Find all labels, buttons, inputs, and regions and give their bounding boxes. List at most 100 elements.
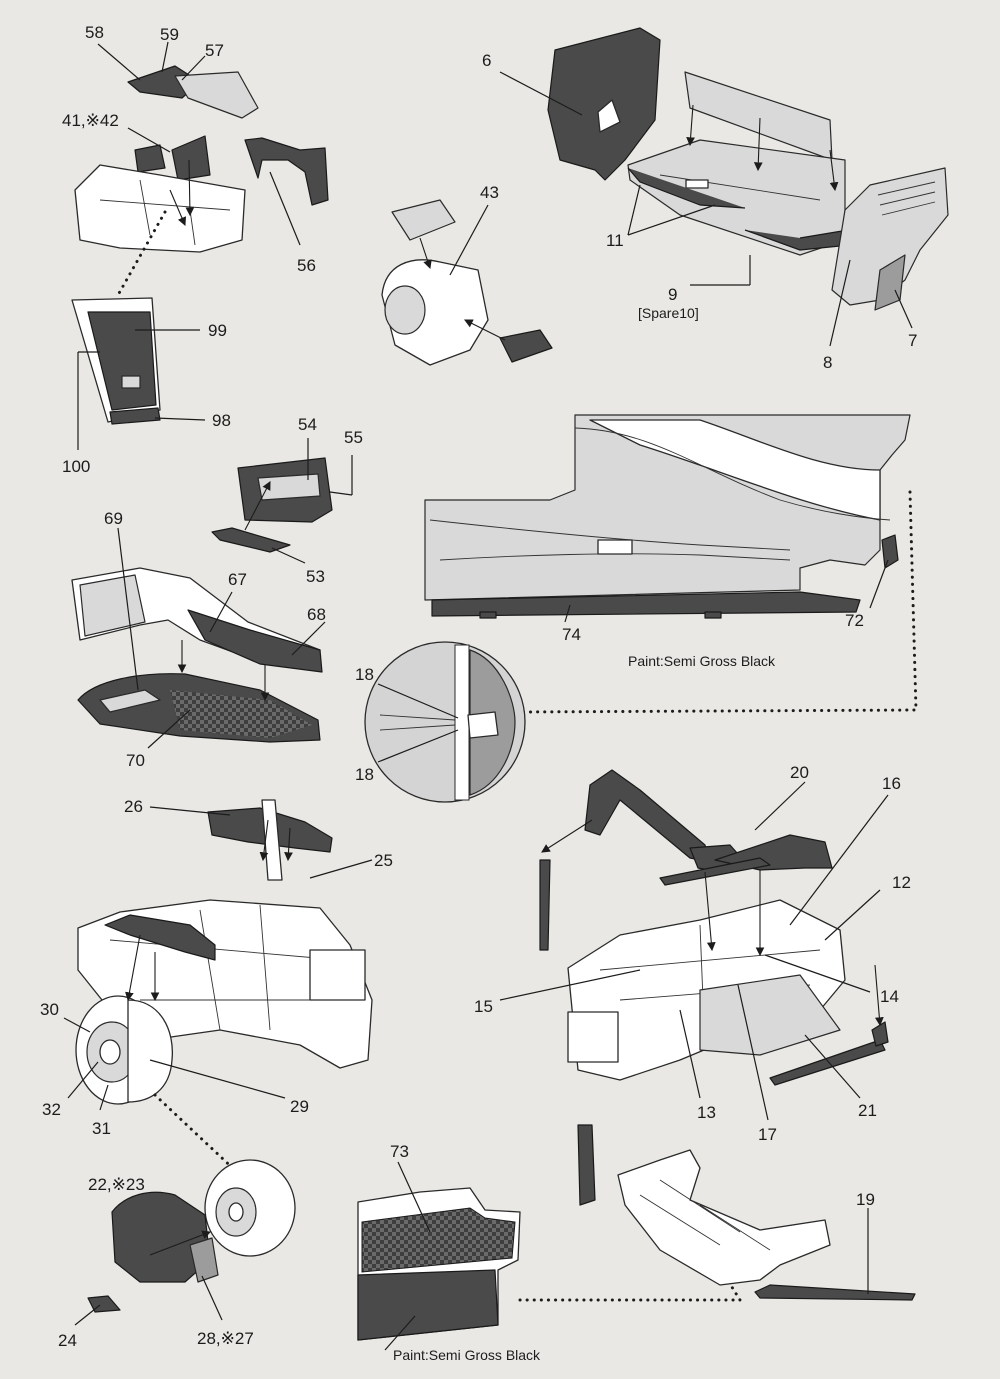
part-41-left-shape — [134, 144, 166, 173]
group-exploded-wheel: 22,※23 24 28,※27 — [58, 1159, 296, 1350]
part-69-shape — [99, 689, 161, 713]
rear-damper-shape — [539, 859, 551, 951]
part-72-shape — [881, 534, 899, 569]
label-99: 99 — [208, 321, 227, 340]
label-43: 43 — [480, 183, 499, 202]
label-21: 21 — [858, 1101, 877, 1120]
label-7: 7 — [908, 331, 917, 350]
label-74: 74 — [562, 625, 581, 644]
part-9-slot — [685, 179, 709, 189]
group-crash-structure: 99 98 100 — [62, 297, 231, 476]
part-6-detail — [597, 99, 621, 133]
paint-note-upper: Paint:Semi Gross Black — [628, 653, 776, 669]
part-54-face — [257, 473, 321, 501]
chassis-opening — [309, 949, 366, 1001]
part-74-floor-strip — [431, 591, 861, 617]
part-74-tab-a — [479, 611, 497, 619]
part-98-shape — [109, 407, 161, 425]
label-58: 58 — [85, 23, 104, 42]
label-13: 13 — [697, 1103, 716, 1122]
label-19: 19 — [856, 1190, 875, 1209]
gearbox-opening — [567, 1011, 619, 1063]
label-30: 30 — [40, 1000, 59, 1019]
label-20: 20 — [790, 763, 809, 782]
exploded-wheel-axle — [228, 1202, 244, 1222]
group-front-suspension: 26 25 30 29 32 31 — [40, 797, 393, 1138]
group-sidepods-floor: 6 11 9 [Spare10] 8 7 — [482, 27, 949, 372]
label-54: 54 — [298, 415, 317, 434]
label-14: 14 — [880, 987, 899, 1006]
group-detail-18: 18 18 — [355, 641, 526, 803]
label-32: 32 — [42, 1100, 61, 1119]
label-72: 72 — [845, 611, 864, 630]
part-57-shape — [174, 71, 259, 119]
group-front-nose: 58 59 57 41,※42 56 — [62, 23, 329, 275]
label-73: 73 — [390, 1142, 409, 1161]
label-15: 15 — [474, 997, 493, 1016]
part-21-rod-shape — [769, 1039, 886, 1086]
diffuser-post-shape — [577, 1124, 596, 1206]
label-11: 11 — [606, 231, 624, 250]
link-wheel-to-exploded — [153, 1093, 242, 1177]
label-8: 8 — [823, 353, 832, 372]
diffuser-shape — [617, 1149, 831, 1286]
label-9: 9 — [668, 285, 677, 304]
detail-panel-edge — [454, 644, 470, 801]
label-69: 69 — [104, 509, 123, 528]
label-16: 16 — [882, 774, 901, 793]
group-diffuser: 19 — [577, 1124, 916, 1301]
label-18-bottom: 18 — [355, 765, 374, 784]
label-70: 70 — [126, 751, 145, 770]
label-22-23: 22,※23 — [88, 1175, 145, 1194]
label-41-42: 41,※42 — [62, 111, 119, 130]
group-side-body: 74 72 Paint:Semi Gross Black — [424, 414, 911, 669]
label-57: 57 — [205, 41, 224, 60]
label-100: 100 — [62, 457, 90, 476]
label-67: 67 — [228, 570, 247, 589]
part-99-tab — [121, 375, 141, 389]
part-56-shape — [244, 137, 329, 206]
part-67-endplate — [79, 574, 146, 637]
airbox-intake-shape — [391, 199, 456, 241]
part-20-link-shape — [659, 857, 771, 886]
group-panel-73: 73 Paint:Semi Gross Black — [357, 1142, 541, 1363]
part-68-shape — [187, 609, 323, 673]
part-53-shape — [211, 527, 291, 553]
link-nose-to-crash-structure — [116, 210, 167, 297]
airbox-opening — [384, 285, 426, 335]
link-body-to-detail — [518, 490, 918, 714]
part-32-axle-shape — [99, 1039, 121, 1065]
label-31: 31 — [92, 1119, 111, 1138]
label-17: 17 — [758, 1125, 777, 1144]
part-70-carbon-texture — [170, 690, 312, 738]
paint-note-lower: Paint:Semi Gross Black — [393, 1347, 541, 1363]
label-98: 98 — [212, 411, 231, 430]
part-24-shape — [87, 1295, 121, 1313]
part-73-carbon-texture — [361, 1207, 516, 1273]
part-74-decal-slot — [597, 539, 633, 555]
part-74-tab-b — [704, 611, 722, 619]
nose-cone-shape — [74, 164, 246, 253]
airbox-cover-shape — [499, 329, 553, 363]
label-6: 6 — [482, 51, 491, 70]
detail-pin — [467, 711, 499, 739]
part-11-edge — [627, 167, 746, 209]
part-73-lower-shape — [357, 1269, 499, 1341]
label-29: 29 — [290, 1097, 309, 1116]
group-front-wing: 69 67 68 70 — [71, 509, 326, 770]
part-41-right-shape — [171, 135, 211, 181]
label-56: 56 — [297, 256, 316, 275]
label-18-top: 18 — [355, 665, 374, 684]
label-spare-10: [Spare10] — [638, 305, 699, 321]
part-28-shape — [189, 1237, 219, 1283]
label-28-27: 28,※27 — [197, 1329, 254, 1348]
label-24: 24 — [58, 1331, 77, 1350]
label-53: 53 — [306, 567, 325, 586]
part-29-brake-shape — [127, 999, 174, 1103]
group-airbox: 43 — [381, 183, 553, 366]
part-6-shape — [547, 27, 661, 181]
label-68: 68 — [307, 605, 326, 624]
part-22-shape — [111, 1191, 211, 1283]
